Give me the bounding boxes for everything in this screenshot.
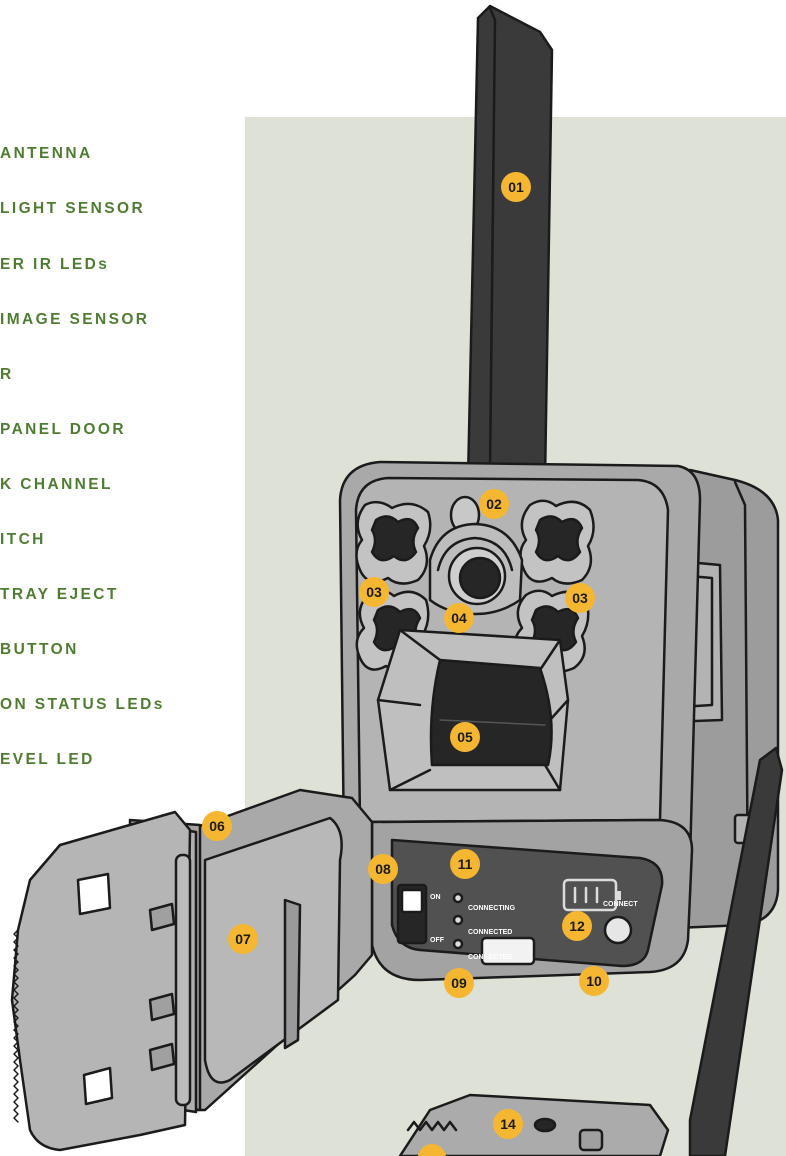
callout-badges: 01 02 03 03 04 05 06 07 08 09 10 11 12 1… xyxy=(202,172,609,1156)
led-connected-label-1: CONNECTED xyxy=(468,929,512,936)
spare-antenna xyxy=(688,746,784,1156)
svg-text:03: 03 xyxy=(572,590,588,606)
svg-text:03: 03 xyxy=(366,584,382,600)
badge-partial xyxy=(418,1144,446,1156)
led-connected-label-2: CONNECTED xyxy=(468,954,512,961)
badge-02: 02 xyxy=(479,489,509,519)
badge-06: 06 xyxy=(202,811,232,841)
latch-slot-lower xyxy=(82,1066,114,1106)
label-battery-level-led: EVEL LED xyxy=(0,751,95,768)
status-led-connected-1 xyxy=(452,914,464,926)
badge-01: 01 xyxy=(501,172,531,202)
connect-label: CONNECT xyxy=(603,901,638,908)
status-led-connected-2 xyxy=(452,938,464,950)
label-pir-sensor: R xyxy=(0,366,14,383)
tripod-socket xyxy=(533,1117,557,1133)
label-antenna: ANTENNA xyxy=(0,145,93,162)
badge-05: 05 xyxy=(450,722,480,752)
connect-button[interactable] xyxy=(603,915,633,945)
svg-text:09: 09 xyxy=(451,975,467,991)
badge-09: 09 xyxy=(444,968,474,998)
camera-side-rib xyxy=(733,480,750,907)
battery-level-indicator xyxy=(562,878,621,912)
label-connection-status-leds: ON STATUS LEDs xyxy=(0,696,165,713)
svg-text:02: 02 xyxy=(486,496,502,512)
badge-08: 08 xyxy=(368,854,398,884)
svg-text:05: 05 xyxy=(457,729,473,745)
latch-slot-upper xyxy=(76,872,112,916)
label-connect-button: BUTTON xyxy=(0,641,79,658)
svg-text:12: 12 xyxy=(569,918,585,934)
label-ir-leds: ER IR LEDs xyxy=(0,256,110,273)
svg-text:06: 06 xyxy=(209,818,225,834)
ir-led-cluster-left xyxy=(355,500,432,673)
door-channel xyxy=(203,816,343,1084)
svg-text:10: 10 xyxy=(586,973,602,989)
led-connecting-label: CONNECTING xyxy=(468,905,516,912)
badge-14: 14 xyxy=(493,1109,523,1139)
badge-03-left: 03 xyxy=(359,577,389,607)
label-switch: ITCH xyxy=(0,531,46,548)
label-tray-eject: TRAY EJECT xyxy=(0,586,119,603)
badge-10: 10 xyxy=(579,966,609,996)
latch-plate xyxy=(10,810,192,1152)
antenna xyxy=(466,4,554,482)
svg-text:04: 04 xyxy=(451,610,467,626)
svg-text:14: 14 xyxy=(500,1116,516,1132)
svg-text:07: 07 xyxy=(235,931,251,947)
badge-11: 11 xyxy=(450,849,480,879)
label-panel-door: PANEL DOOR xyxy=(0,421,126,438)
switch-on-label: ON xyxy=(430,894,441,901)
label-lock-channel: K CHANNEL xyxy=(0,476,113,493)
image-sensor xyxy=(458,556,502,600)
switch-off-label: OFF xyxy=(430,937,445,944)
label-image-sensor: IMAGE SENSOR xyxy=(0,311,150,328)
hinge-knuckles xyxy=(148,902,176,1072)
svg-text:01: 01 xyxy=(508,179,524,195)
badge-07: 07 xyxy=(228,924,258,954)
pir-sensor xyxy=(429,658,553,767)
badge-04: 04 xyxy=(444,603,474,633)
svg-text:11: 11 xyxy=(458,856,473,872)
status-led-connecting xyxy=(452,892,464,904)
power-switch[interactable] xyxy=(400,888,424,914)
label-light-sensor: LIGHT SENSOR xyxy=(0,200,146,217)
badge-03-right: 03 xyxy=(565,583,595,613)
hinge-pin xyxy=(174,853,192,1107)
sd-tray-eject[interactable] xyxy=(480,936,536,966)
svg-text:08: 08 xyxy=(375,861,391,877)
badge-12: 12 xyxy=(562,911,592,941)
